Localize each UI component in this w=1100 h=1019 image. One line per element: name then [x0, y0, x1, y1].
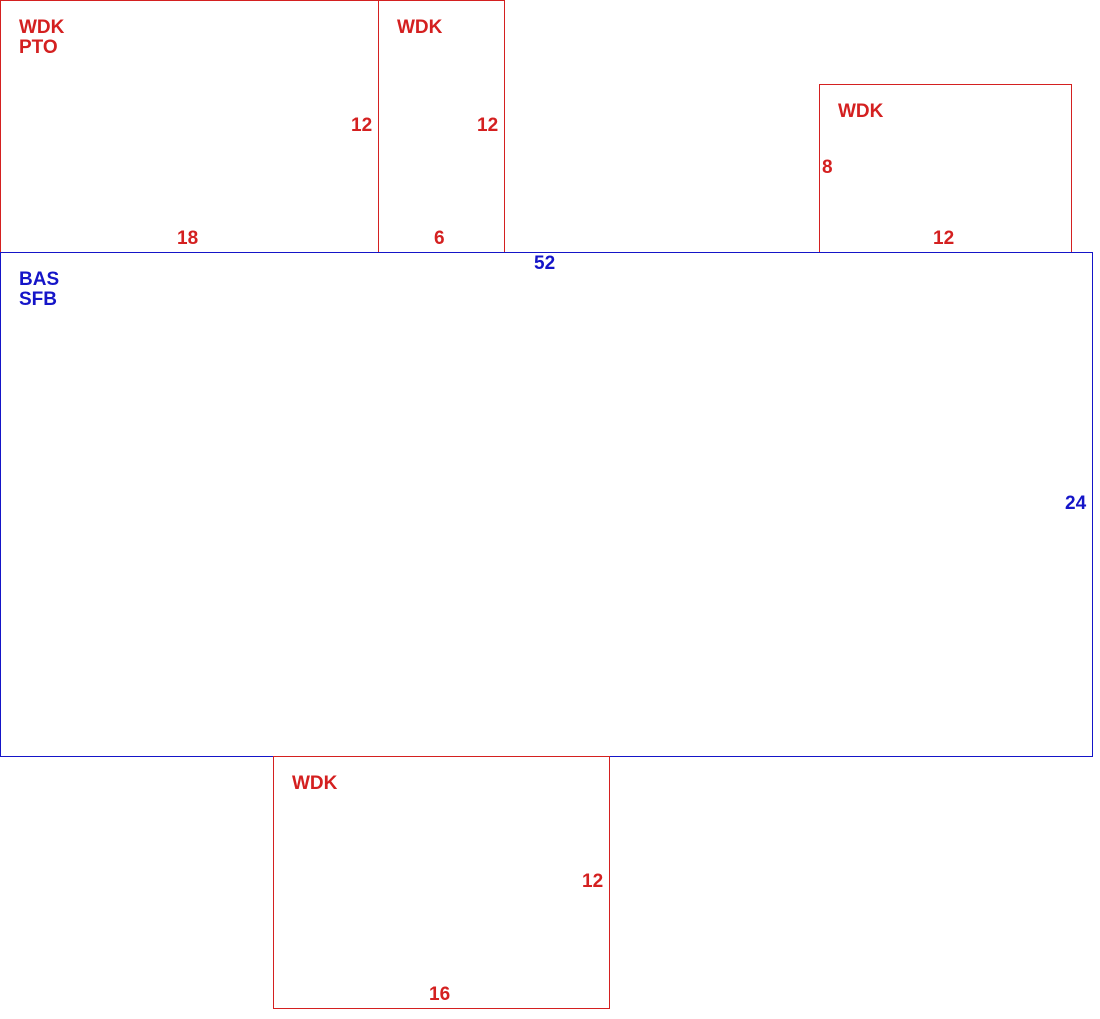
area-wdk-pto-height: 12	[351, 115, 373, 136]
area-base-code1: BAS	[19, 269, 60, 290]
area-wdk-pto-code1: WDK	[19, 17, 65, 38]
area-wdk-right-height: 8	[822, 157, 833, 178]
area-wdk-right-code: WDK	[838, 101, 884, 122]
area-wdk-bottom-height: 12	[582, 871, 604, 892]
area-wdk-small-code: WDK	[397, 17, 443, 38]
area-base-height: 24	[1065, 493, 1087, 514]
area-base-width: 52	[534, 253, 556, 274]
area-wdk-small-height: 12	[477, 115, 499, 136]
area-wdk-pto-width: 18	[177, 228, 199, 249]
area-base-sfb	[0, 252, 1093, 757]
area-wdk-bottom-width: 16	[429, 984, 451, 1005]
area-wdk-pto-code2: PTO	[19, 37, 58, 58]
area-base-code2: SFB	[19, 289, 57, 310]
area-wdk-bottom-code: WDK	[292, 773, 338, 794]
area-wdk-right-width: 12	[933, 228, 955, 249]
area-wdk-bottom	[273, 756, 610, 1009]
area-wdk-small-width: 6	[434, 228, 445, 249]
